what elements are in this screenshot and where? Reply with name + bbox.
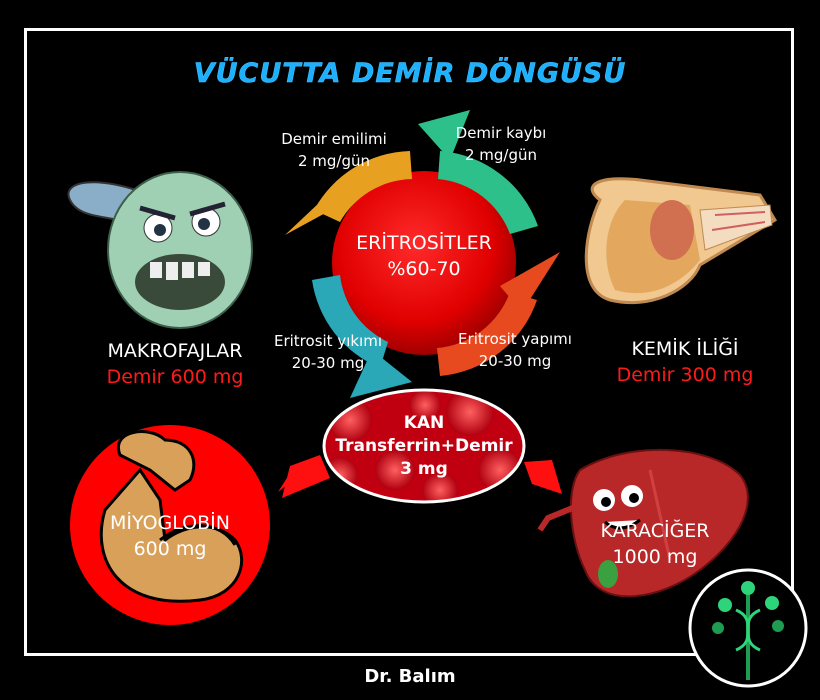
loss-title: Demir kaybı: [455, 124, 547, 142]
cycle-arrow-loss: [418, 110, 538, 234]
macrophage-value: Demir 600 mg: [106, 366, 244, 388]
cycle-arrow-absorption: [285, 151, 412, 235]
footer-author: Dr. Balım: [364, 666, 456, 687]
absorption-title: Demir emilimi: [281, 130, 387, 148]
cycle-arrow-production: [437, 252, 560, 376]
destruction-title: Eritrosit yıkımı: [273, 332, 383, 350]
myoglobin-label: MİYOGLOBİN 600 mg: [95, 510, 245, 562]
diagram-frame: [24, 28, 794, 656]
center-label: ERİTROSİTLER %60-70: [324, 230, 524, 282]
liver-value: 1000 mg: [612, 546, 698, 568]
liver-icon: [537, 448, 749, 598]
macrophage-icon: [67, 171, 253, 329]
erythrocyte-circle: [332, 171, 516, 355]
arrow-to-myoglobin-head: [282, 455, 330, 498]
center-title: ERİTROSİTLER: [356, 232, 492, 254]
muscle-icon: [70, 425, 270, 625]
logo-tree-dna-icon: [688, 568, 808, 688]
blood-title: KAN: [403, 413, 445, 433]
myoglobin-value: 600 mg: [133, 538, 207, 560]
blood-sub: Transferrin+Demir: [335, 436, 513, 456]
cycle-arrow-destruction: [312, 275, 412, 398]
destruction-value: 20-30 mg: [291, 354, 365, 372]
center-value: %60-70: [387, 258, 461, 280]
macrophage-label: MAKROFAJLAR Demir 600 mg: [90, 338, 260, 390]
bone-marrow-label: KEMİK İLİĞİ Demir 300 mg: [605, 336, 765, 388]
liver-label: KARACİĞER 1000 mg: [575, 518, 735, 570]
bone-icon: [584, 177, 778, 305]
production-label: Eritrosit yapımı 20-30 mg: [440, 328, 590, 372]
macrophage-title: MAKROFAJLAR: [107, 340, 243, 362]
blood-icon: [322, 388, 526, 504]
absorption-value: 2 mg/gün: [297, 152, 371, 170]
diagram-title: VÜCUTTA DEMİR DÖNGÜSÜ: [193, 58, 627, 90]
destruction-label: Eritrosit yıkımı 20-30 mg: [258, 330, 398, 374]
liver-title: KARACİĞER: [600, 520, 710, 542]
blood-label: KAN Transferrin+Demir 3 mg: [324, 412, 524, 481]
blood-value: 3 mg: [400, 459, 448, 479]
bone-marrow-value: Demir 300 mg: [616, 364, 754, 386]
loss-value: 2 mg/gün: [464, 146, 538, 164]
production-title: Eritrosit yapımı: [458, 330, 572, 348]
production-value: 20-30 mg: [478, 352, 552, 370]
absorption-label: Demir emilimi 2 mg/gün: [264, 128, 404, 172]
bone-marrow-title: KEMİK İLİĞİ: [631, 338, 739, 360]
myoglobin-title: MİYOGLOBİN: [110, 512, 230, 534]
arrow-to-liver: [524, 460, 562, 494]
loss-label: Demir kaybı 2 mg/gün: [436, 122, 566, 166]
